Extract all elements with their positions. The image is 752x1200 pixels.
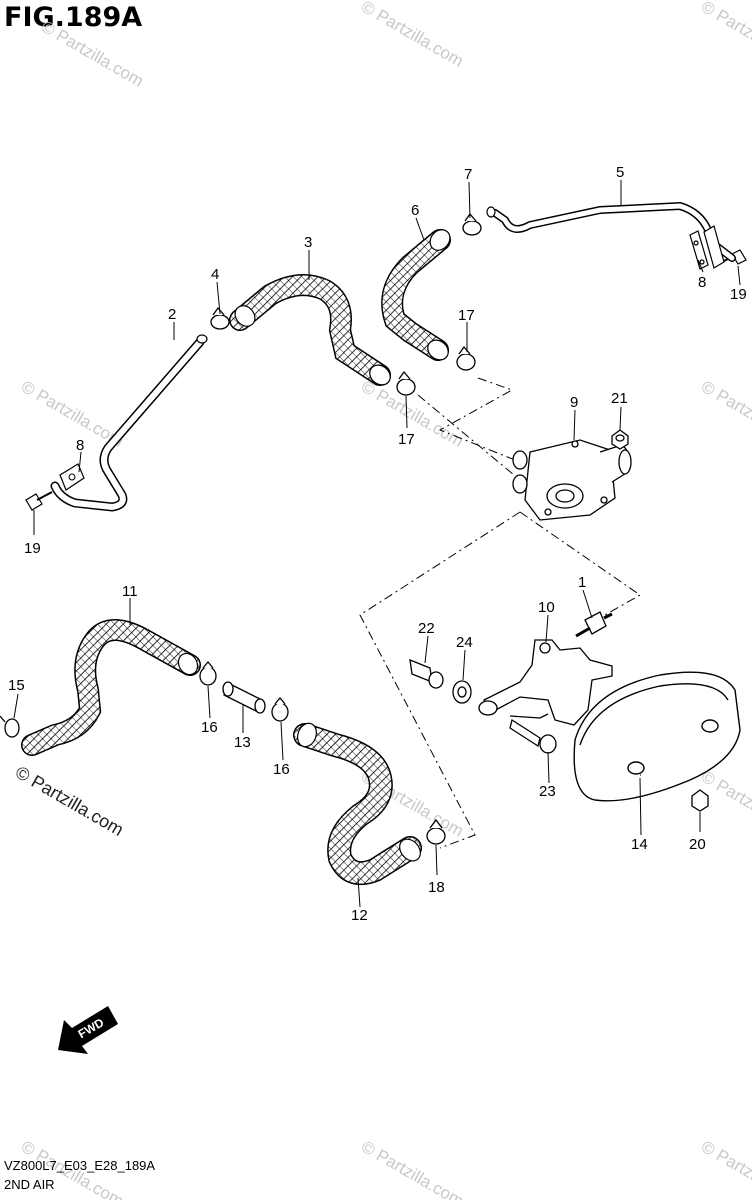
dashed-guide-lines [359, 377, 641, 849]
callout-17-upper: 17 [458, 307, 475, 324]
watermark-group: © Partzilla.com © Partzilla.com © Partzi… [18, 0, 752, 1200]
callout-24: 24 [456, 634, 473, 651]
callout-3: 3 [304, 234, 312, 251]
leader-lines [13, 180, 741, 908]
callout-14: 14 [631, 836, 648, 853]
part-13-joint [222, 681, 266, 714]
callout-16-left: 16 [201, 719, 218, 736]
callout-5: 5 [616, 164, 624, 181]
part-1-sensor [575, 611, 613, 638]
part-6-hose [381, 229, 451, 361]
figure-title: FIG.189A [4, 2, 143, 33]
watermark-text: © Partzilla.com [38, 17, 147, 91]
callout-22: 22 [418, 620, 435, 637]
callout-4: 4 [211, 266, 219, 283]
watermark-text: © Partzilla.com [358, 1137, 467, 1200]
part-10-bracket [478, 639, 613, 726]
callout-18: 18 [428, 879, 445, 896]
clamp-16-right [271, 696, 289, 722]
callout-19-left: 19 [24, 540, 41, 557]
callout-19-right: 19 [730, 286, 747, 303]
section-name: 2ND AIR [4, 1177, 55, 1192]
callout-20: 20 [689, 836, 706, 853]
callout-17-lower: 17 [398, 431, 415, 448]
callout-7: 7 [464, 166, 472, 183]
callout-8-right: 8 [698, 274, 706, 291]
watermark-text: © Partzilla.com [358, 0, 467, 71]
callout-23: 23 [539, 783, 556, 800]
part-14-housing [573, 671, 741, 802]
clamp-15 [0, 715, 20, 738]
part-5-pipe [486, 201, 736, 269]
part-2-pipe [50, 334, 208, 512]
part-24-grommet [452, 680, 472, 704]
callout-12: 12 [351, 907, 368, 924]
part-22-bolt [409, 658, 444, 689]
watermark-text: © Partzilla.com [698, 0, 752, 71]
clamp-16-left [199, 660, 217, 686]
callout-13: 13 [234, 734, 251, 751]
callout-1: 1 [578, 574, 586, 591]
clamp-7 [462, 212, 482, 236]
part-23-bolt [509, 718, 557, 754]
part-21-nut [611, 429, 629, 450]
model-code: VZ800L7_E03_E28_189A [4, 1158, 156, 1173]
part-9-valve [512, 439, 632, 521]
fwd-arrow-icon: FWD [58, 1006, 118, 1054]
callout-16-right: 16 [273, 761, 290, 778]
part-12-hose [293, 722, 422, 885]
bolt-19-left [25, 491, 53, 511]
callout-10: 10 [538, 599, 555, 616]
clamp-18 [426, 818, 446, 845]
callout-21: 21 [611, 390, 628, 407]
callout-6: 6 [411, 202, 419, 219]
callout-8-left: 8 [76, 437, 84, 454]
part-3-hose [229, 274, 391, 386]
callout-labels: 1 2 3 4 5 6 7 8 8 9 10 11 12 13 14 15 16… [8, 164, 747, 924]
watermark-text: © Partzilla.com [698, 377, 752, 451]
callout-11: 11 [122, 583, 138, 600]
part-8-gasket-right [689, 230, 709, 270]
clamp-4 [210, 306, 230, 330]
part-20-nut [691, 789, 709, 812]
callout-15: 15 [8, 677, 25, 694]
clamp-17-upper [456, 345, 476, 371]
part-11-hose [21, 619, 201, 756]
watermark-text: © Partzilla.com [698, 1137, 752, 1200]
callout-2: 2 [168, 306, 176, 323]
clamp-17-lower [396, 370, 416, 396]
callout-9: 9 [570, 394, 578, 411]
